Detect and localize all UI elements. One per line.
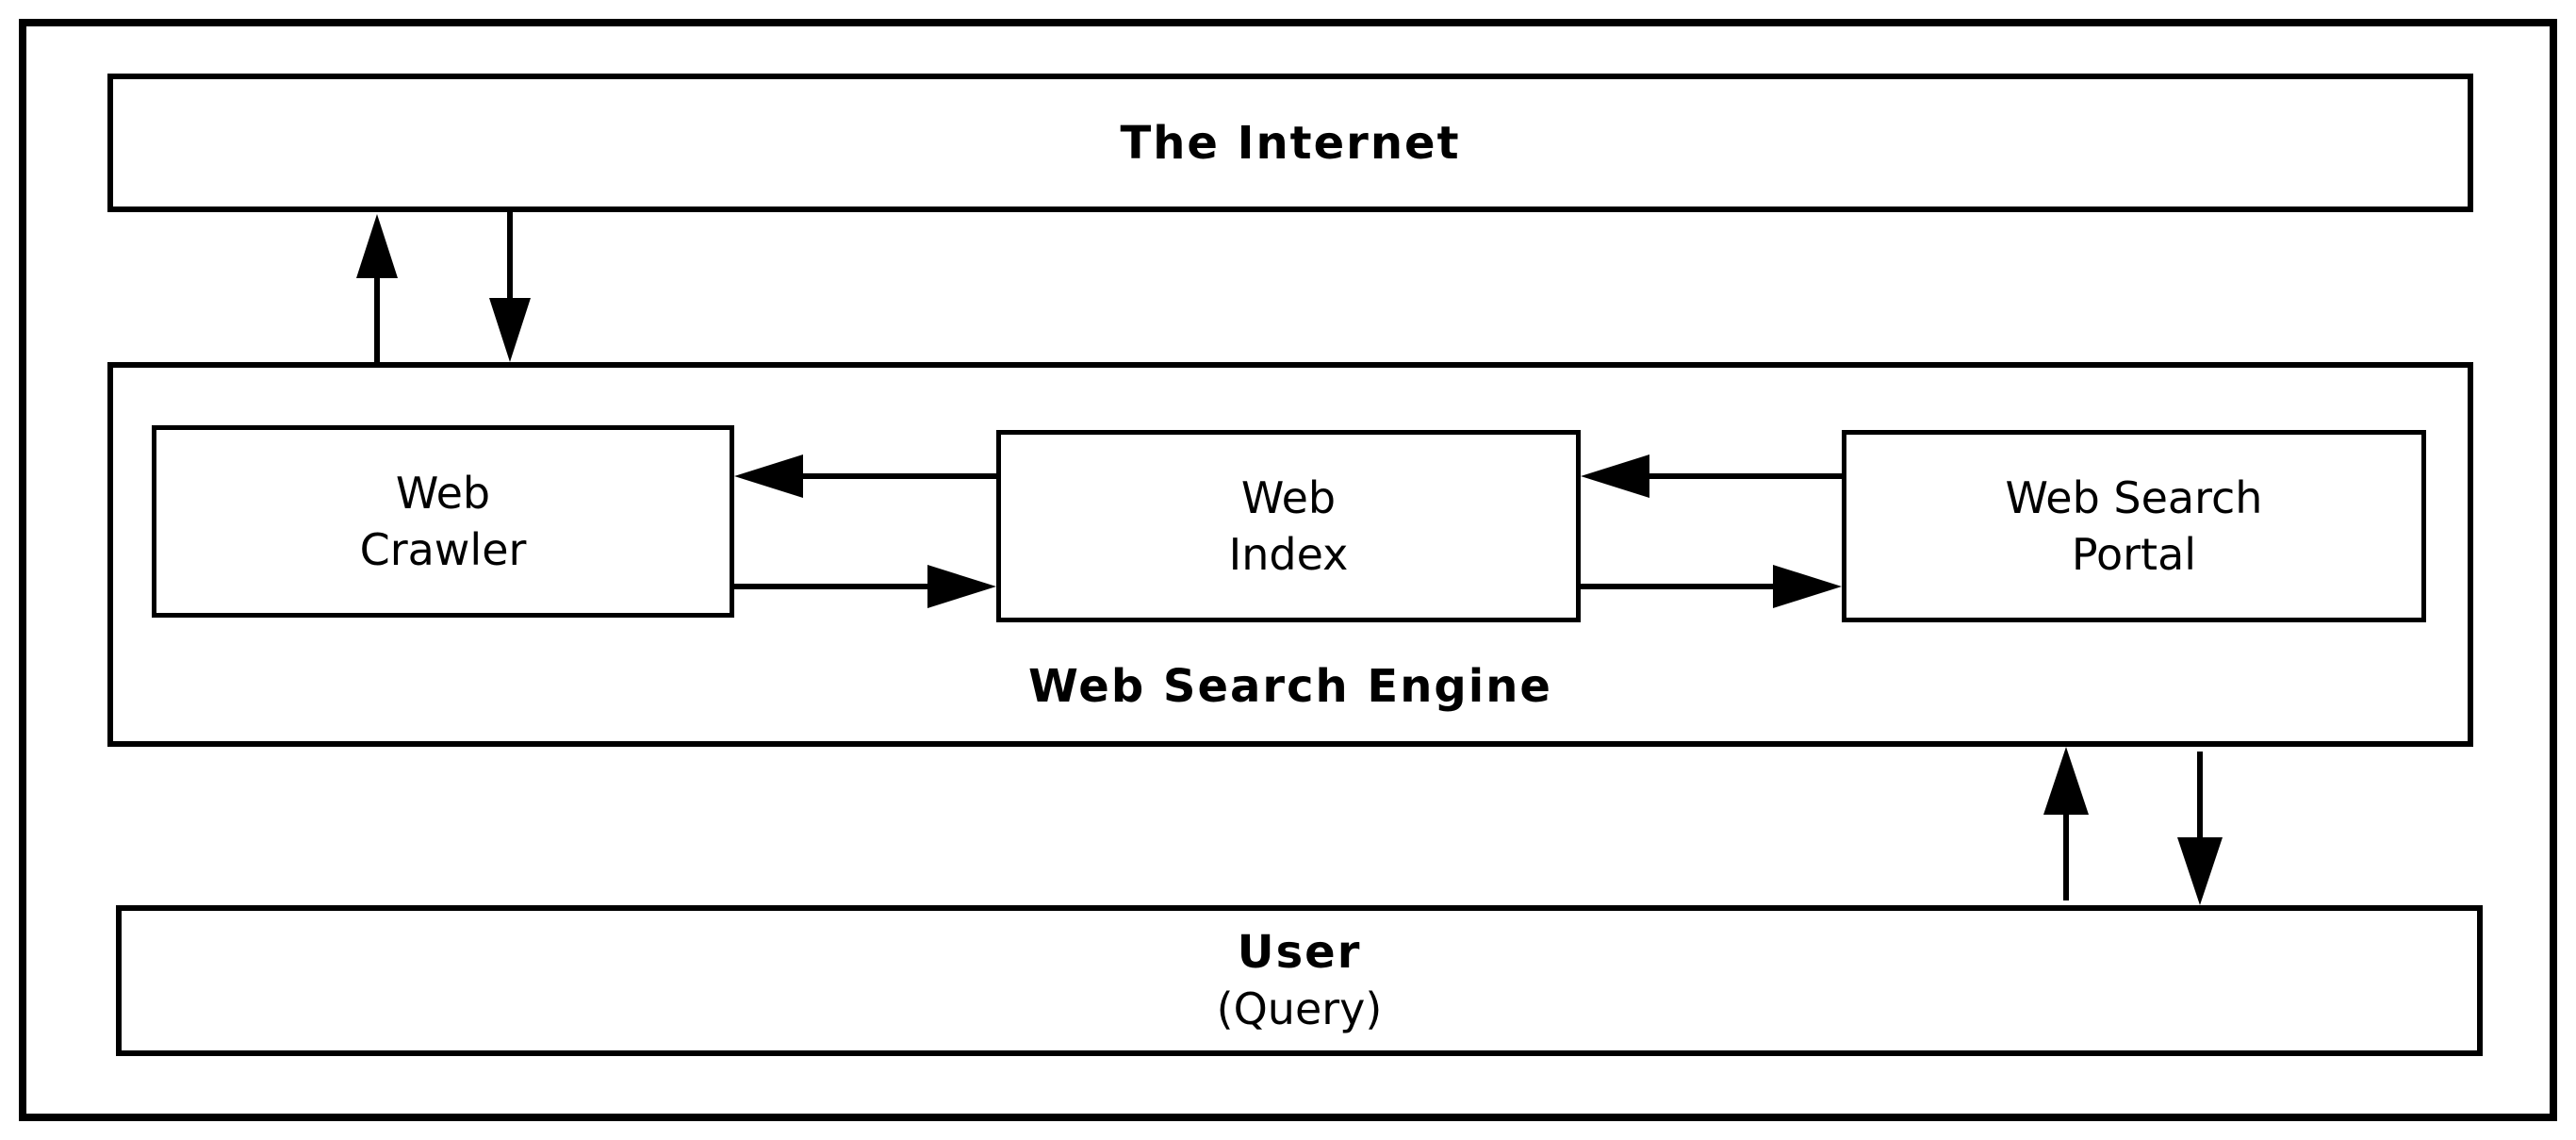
arrow-user-to-engine <box>2043 747 2089 900</box>
web-search-portal-line2: Portal <box>2071 529 2197 580</box>
arrow-engine-to-user <box>2177 752 2223 905</box>
user-box: User (Query) <box>116 905 2483 1056</box>
arrow-crawler-to-index <box>734 565 996 608</box>
internet-label: The Internet <box>1120 116 1461 170</box>
internet-box: The Internet <box>107 74 2473 212</box>
user-query-label: (Query) <box>1216 983 1383 1034</box>
web-crawler-line2: Crawler <box>359 524 527 575</box>
web-search-portal-line1: Web Search <box>2005 472 2263 523</box>
arrow-index-to-portal <box>1581 565 1842 608</box>
arrow-portal-to-index <box>1581 454 1842 498</box>
arrow-index-to-crawler <box>734 454 996 498</box>
web-index-box: Web Index <box>996 430 1581 622</box>
arrow-engine-to-internet <box>356 214 398 362</box>
web-search-portal-box: Web Search Portal <box>1842 430 2426 622</box>
web-index-line1: Web <box>1240 472 1337 523</box>
web-index-line2: Index <box>1228 529 1349 580</box>
web-crawler-line1: Web <box>395 468 491 519</box>
user-label: User <box>1237 926 1362 979</box>
web-crawler-box: Web Crawler <box>152 425 734 618</box>
search-engine-label: Web Search Engine <box>1028 660 1552 713</box>
arrow-internet-to-engine <box>489 212 531 362</box>
